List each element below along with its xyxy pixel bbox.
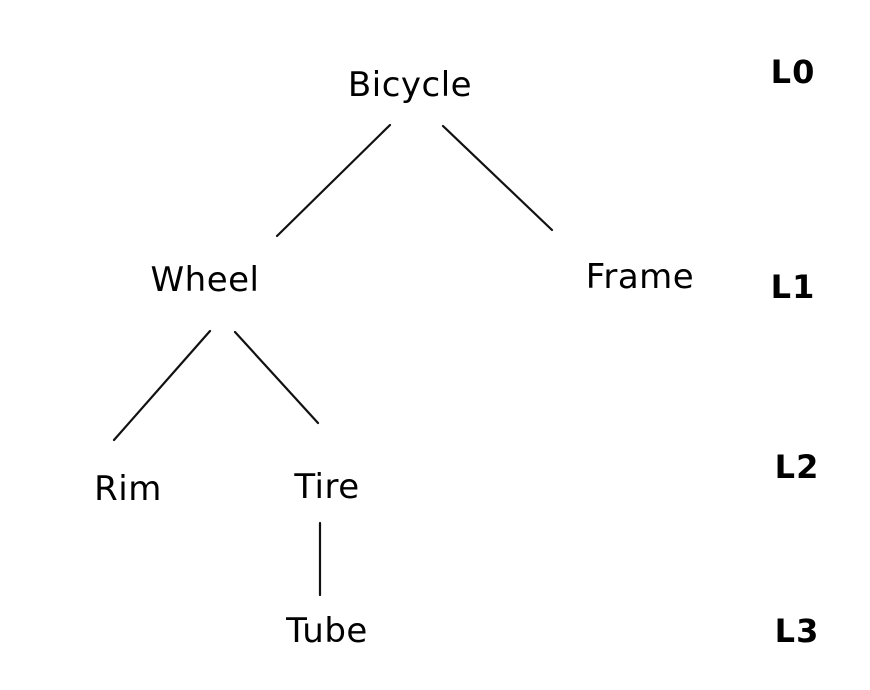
edge-wheel-to-tire (233, 330, 320, 425)
node-wheel[interactable]: Wheel (150, 260, 260, 300)
node-tire[interactable]: Tire (294, 467, 360, 507)
edge-bicycle-to-wheel (275, 123, 392, 238)
edge-bicycle-to-frame (441, 124, 554, 232)
node-rim[interactable]: Rim (94, 469, 162, 509)
node-frame[interactable]: Frame (585, 257, 695, 297)
node-bicycle[interactable]: Bicycle (347, 65, 473, 105)
node-tube[interactable]: Tube (286, 611, 368, 651)
edge-wheel-to-rim (112, 329, 212, 442)
level-label-l1: L1 (770, 268, 816, 306)
level-label-l0: L0 (770, 53, 816, 91)
tree-edges (112, 123, 554, 597)
level-label-l2: L2 (774, 448, 820, 486)
level-label-l3: L3 (774, 612, 820, 650)
